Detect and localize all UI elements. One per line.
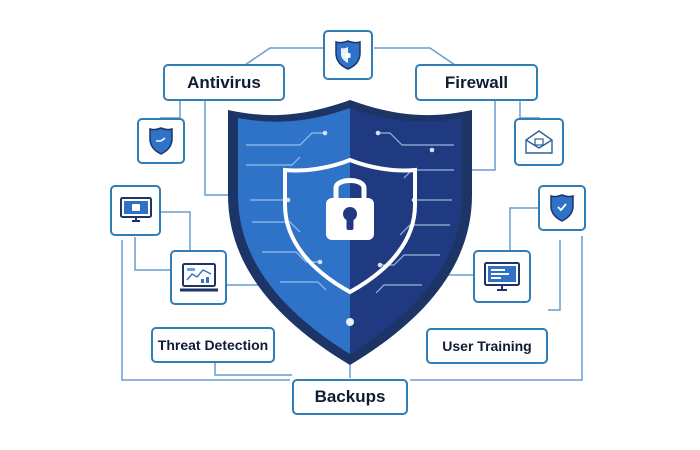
padlock-shackle xyxy=(333,178,367,200)
shield-bottom-node xyxy=(346,318,354,326)
circuit-trace xyxy=(375,284,422,294)
monitor-chart-icon xyxy=(484,261,520,291)
connector-firewall-right xyxy=(519,101,540,119)
circuit-node xyxy=(377,262,383,268)
antivirus-label: Antivirus xyxy=(163,64,285,101)
shield-icon xyxy=(335,40,361,70)
backups-text: Backups xyxy=(314,387,386,406)
left-monitor-icon-box xyxy=(110,185,161,236)
connector-right-vertical xyxy=(410,236,583,381)
connector-top-right xyxy=(374,47,456,66)
connector-left-monitor-down xyxy=(134,237,170,271)
antivirus-text: Antivirus xyxy=(187,72,261,92)
monitor-icon xyxy=(119,196,152,222)
connector-threat-backups xyxy=(214,363,292,376)
right-shield-icon-box xyxy=(538,185,586,231)
user-training-label: User Training xyxy=(426,328,548,364)
circuit-node xyxy=(429,147,435,153)
padlock-keyhole-slot xyxy=(346,216,354,230)
firewall-label: Firewall xyxy=(415,64,538,101)
circuit-trace xyxy=(262,251,320,263)
right-monitor-icon-box xyxy=(473,250,531,303)
connector-user-training-right xyxy=(548,240,561,311)
circuit-traces xyxy=(246,132,454,294)
circuit-trace xyxy=(378,132,454,146)
threat-detection-label: Threat Detection xyxy=(151,327,275,363)
inner-shield-outline xyxy=(283,157,417,295)
padlock-icon xyxy=(326,178,374,240)
connector-top-left xyxy=(244,47,323,66)
shield-icon xyxy=(149,127,173,155)
circuit-node xyxy=(317,259,323,265)
shield-icon xyxy=(550,194,574,222)
left-laptop-icon-box xyxy=(170,250,227,305)
backups-label: Backups xyxy=(292,379,408,415)
circuit-node xyxy=(322,130,328,136)
laptop-dashboard-icon xyxy=(179,262,218,291)
left-shield-icon-box xyxy=(137,118,185,164)
circuit-trace xyxy=(399,224,450,236)
central-shield xyxy=(228,100,472,365)
circuit-trace xyxy=(280,281,327,291)
firewall-text: Firewall xyxy=(444,72,509,92)
connector-left-vertical xyxy=(121,240,290,381)
circuit-trace xyxy=(246,156,301,166)
top-shield-icon-box xyxy=(323,30,373,80)
user-training-text: User Training xyxy=(442,338,532,354)
circuit-trace xyxy=(246,132,325,146)
envelope-icon xyxy=(525,130,553,154)
connector-antivirus-left xyxy=(160,101,181,119)
padlock-keyhole-top xyxy=(343,207,357,221)
threat-detection-text: Threat Detection xyxy=(157,337,269,353)
connector-right-shield xyxy=(509,207,538,250)
circuit-trace xyxy=(252,221,301,233)
connector-left-monitor xyxy=(161,211,191,253)
right-envelope-icon-box xyxy=(514,118,564,166)
circuit-node xyxy=(375,130,381,136)
